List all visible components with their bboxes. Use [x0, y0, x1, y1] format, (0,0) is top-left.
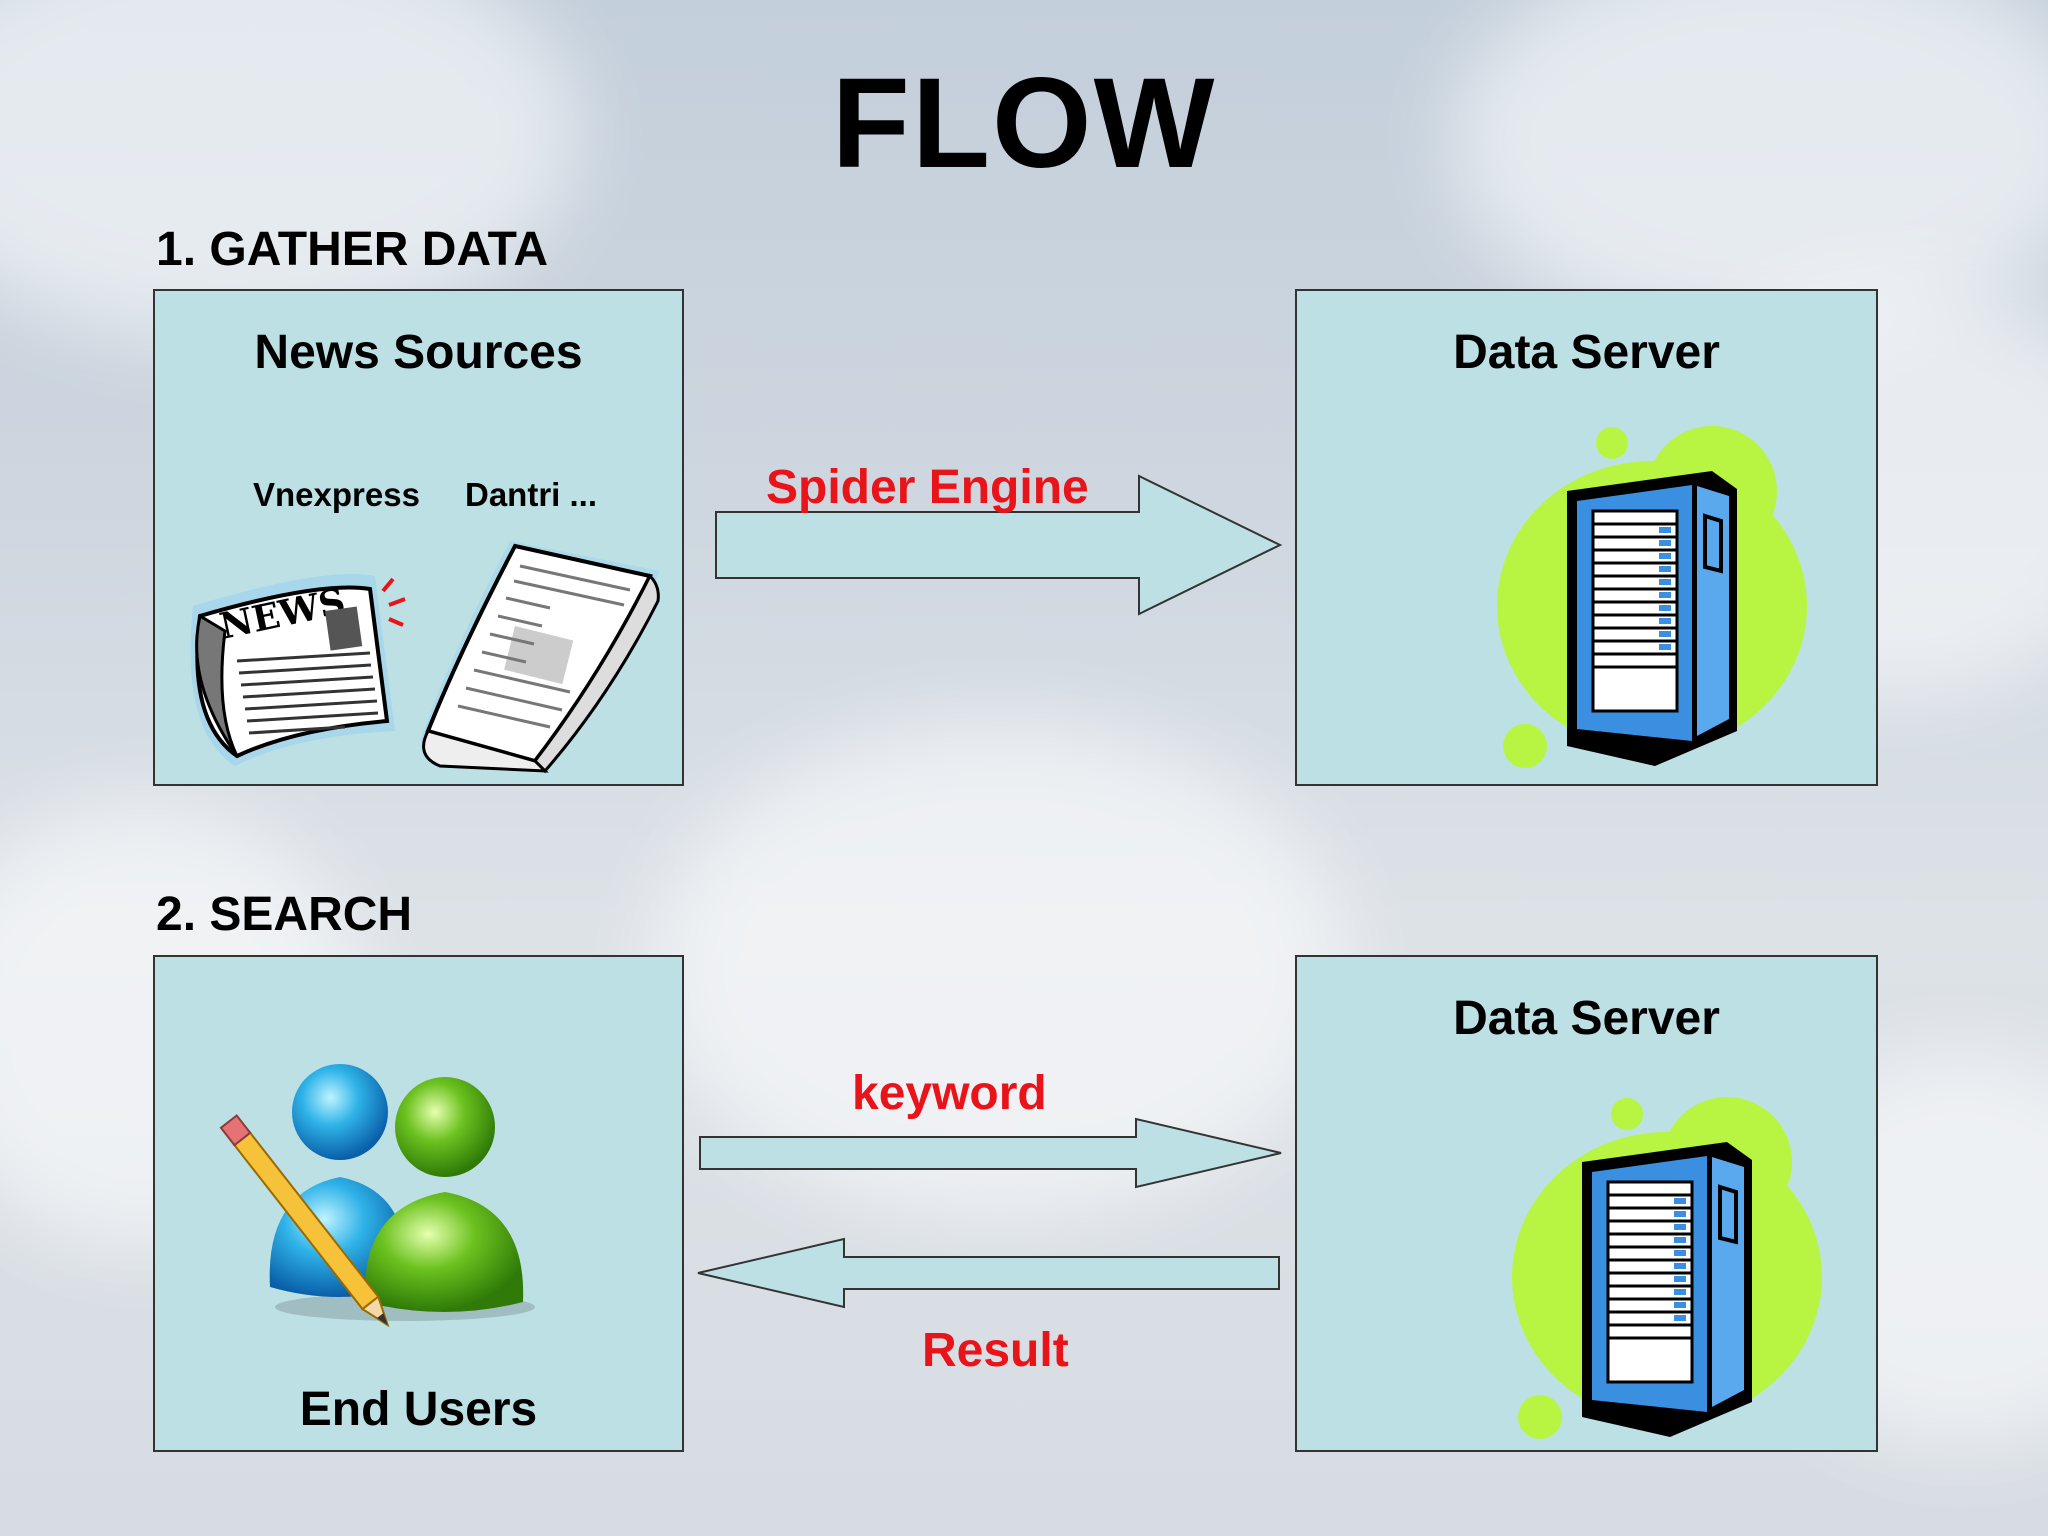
end-users-title: End Users: [299, 1383, 538, 1436]
end-users-panel: End Users: [153, 955, 684, 1452]
result-arrow: [697, 1237, 1280, 1309]
keyword-label: keyword: [852, 1067, 1047, 1120]
newspaper-news-icon: NEWS: [190, 574, 406, 766]
keyword-arrow: [699, 1117, 1282, 1189]
data-server-panel-top: Data Server: [1295, 289, 1878, 786]
server-icon: [1512, 1097, 1822, 1439]
news-sources-title: News Sources: [254, 326, 583, 379]
news-sources-panel: News Sources Vnexpress Dantri ... NEWS: [153, 289, 684, 786]
newspaper-folded-icon: [420, 541, 660, 774]
source-dantri: Dantri ...: [465, 476, 598, 513]
data-server-panel-bottom: Data Server: [1295, 955, 1878, 1452]
data-server-title-top: Data Server: [1453, 326, 1720, 379]
server-icon: [1497, 426, 1807, 768]
spider-engine-label: Spider Engine: [766, 461, 1089, 514]
slide-title: FLOW: [831, 52, 1217, 195]
source-vnexpress: Vnexpress: [253, 476, 420, 513]
data-server-title-bottom: Data Server: [1453, 992, 1720, 1045]
section-gather-data: 1. GATHER DATA: [156, 223, 548, 276]
spider-engine-arrow: [715, 474, 1283, 616]
result-label: Result: [922, 1324, 1069, 1377]
users-icon: [219, 1064, 535, 1328]
section-search: 2. SEARCH: [156, 888, 413, 941]
